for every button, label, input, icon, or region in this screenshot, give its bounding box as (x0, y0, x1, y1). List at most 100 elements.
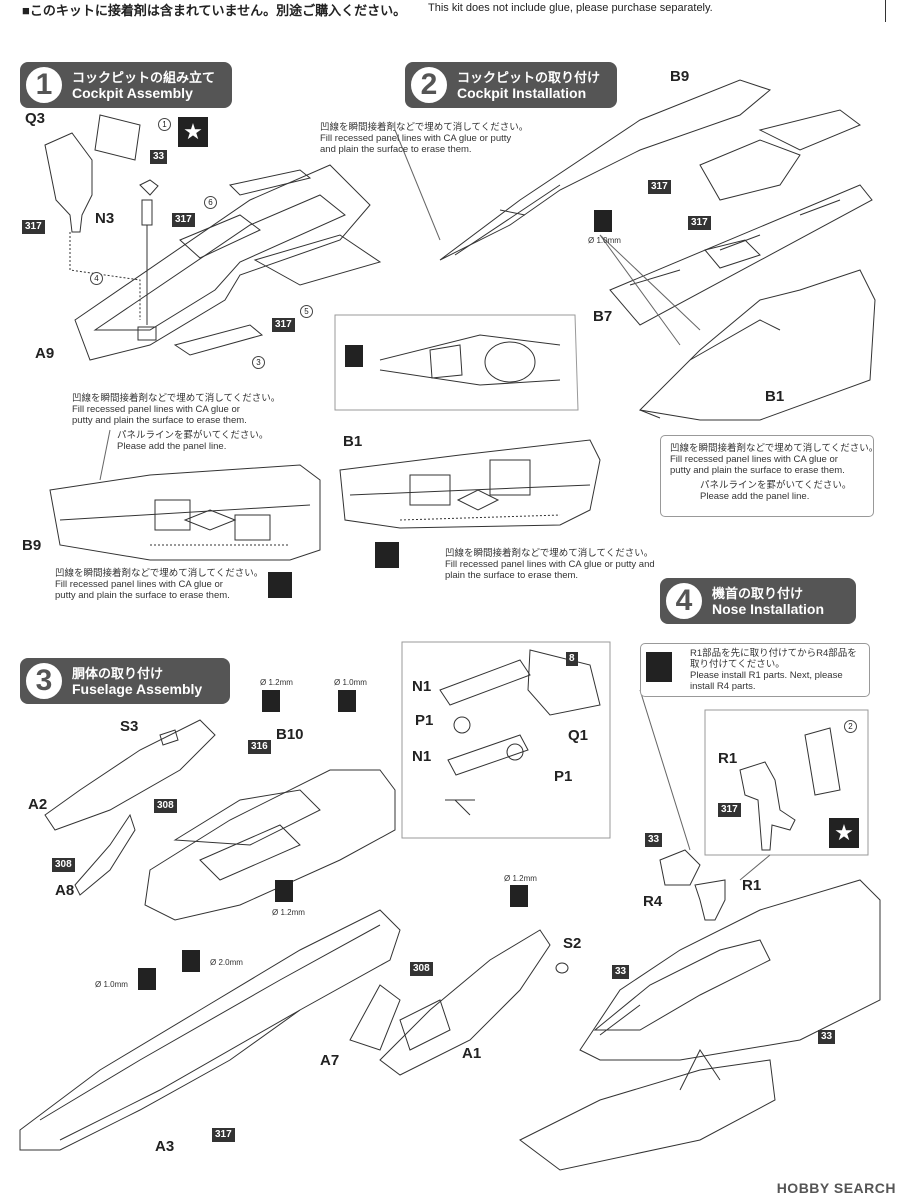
drill-icon (275, 880, 293, 902)
part-number-317: 317 (648, 180, 671, 194)
label-a3: A3 (155, 1138, 175, 1155)
header: ■このキットに接着剤は含まれていません。別途ご購入ください。 This kit … (0, 0, 906, 20)
step-title-jp: 胴体の取り付け (72, 666, 164, 681)
label-s3: S3 (120, 718, 139, 735)
note-en: plain the surface to erase them. (445, 570, 579, 581)
part-number-317: 317 (688, 216, 711, 230)
fill-note-b9: 凹線を瞬間接着剤などで埋めて消してください。 Fill recessed pan… (72, 393, 280, 452)
step-title-en: Nose Installation (712, 601, 825, 617)
label-b1: B1 (765, 388, 785, 405)
step-title-jp: 機首の取り付け (712, 586, 804, 601)
circled-number: 2 (844, 720, 857, 733)
r1-note: R1部品を先に取り付けてからR4部品を 取り付けてください。 Please in… (690, 648, 857, 692)
drill-icon (594, 210, 612, 232)
file-icon (268, 572, 292, 598)
circled-number: 5 (300, 305, 313, 318)
note-en: putty and plain the surface to erase the… (55, 590, 230, 601)
drill-size: Ø 1.0mm (588, 236, 621, 245)
circled-number: 4 (90, 272, 103, 285)
drill-size: Ø 1.0mm (95, 980, 128, 989)
step-title-en: Cockpit Assembly (72, 85, 193, 101)
circled-number: 1 (158, 118, 171, 131)
note-en: Fill recessed panel lines with CA glue o… (445, 559, 655, 570)
label-r4: R4 (643, 893, 663, 910)
step-number: 2 (409, 65, 449, 105)
note-jp: 凹線を瞬間接着剤などで埋めて消してください。 (55, 568, 264, 579)
label-n3: N3 (95, 210, 115, 227)
part-number-308: 308 (410, 962, 433, 976)
label-n1: N1 (412, 678, 432, 695)
label-b9: B9 (22, 537, 42, 554)
panel-note-jp: パネルラインを罫がいてください。 (117, 430, 269, 441)
drill-size: Ø 1.2mm (272, 908, 305, 917)
note-jp: 取り付けてください。 (690, 659, 785, 670)
label-b9: B9 (670, 68, 690, 85)
label-a2: A2 (28, 796, 48, 813)
watermark: HOBBY SEARCH (776, 1180, 896, 1196)
step-title-jp: コックピットの取り付け (457, 70, 601, 85)
drill-size: Ø 1.0mm (334, 678, 367, 687)
step-title-en: Cockpit Installation (457, 85, 587, 101)
label-a7: A7 (320, 1052, 340, 1069)
circled-number: 6 (204, 196, 217, 209)
note-en: Fill recessed panel lines with CA glue o… (55, 579, 223, 590)
note-jp: 凹線を瞬間接着剤などで埋めて消してください。 (320, 122, 529, 133)
panel-note-en: Please add the panel line. (117, 441, 227, 452)
label-r1: R1 (742, 877, 762, 894)
star-icon: ★ (178, 117, 208, 147)
step-4-banner: 4 機首の取り付け Nose Installation (660, 578, 856, 624)
label-p1: P1 (554, 768, 573, 785)
step-number: 4 (664, 581, 704, 621)
note-en: and plain the surface to erase them. (320, 144, 472, 155)
fill-note-b9-lower: 凹線を瞬間接着剤などで埋めて消してください。 Fill recessed pan… (55, 568, 263, 601)
label-q1: Q1 (568, 727, 589, 744)
drill-icon (338, 690, 356, 712)
step-title-en: Fuselage Assembly (72, 681, 203, 697)
label-a8: A8 (55, 882, 75, 899)
label-b7: B7 (593, 308, 613, 325)
label-s2: S2 (563, 935, 582, 952)
part-number-33: 33 (150, 150, 168, 164)
circled-number: 3 (252, 356, 265, 369)
drill-size: Ø 1.2mm (260, 678, 293, 687)
note-en: install R4 parts. (690, 681, 756, 692)
step-2-banner: 2 コックピットの取り付け Cockpit Installation (405, 62, 617, 108)
label-n1: N1 (412, 748, 432, 765)
note-jp: 凹線を瞬間接着剤などで埋めて消してください。 (670, 443, 879, 454)
label-a9: A9 (35, 345, 55, 362)
label-a1: A1 (462, 1045, 482, 1062)
step-3-banner: 3 胴体の取り付け Fuselage Assembly (20, 658, 230, 704)
step-number: 3 (24, 661, 64, 701)
note-jp: 凹線を瞬間接着剤などで埋めて消してください。 (72, 393, 281, 404)
drill-icon (345, 345, 363, 367)
part-number-33: 33 (612, 965, 630, 979)
warning-icon (646, 652, 672, 682)
part-number-317: 317 (212, 1128, 235, 1142)
step-title-jp: コックピットの組み立て (72, 70, 216, 85)
part-number-317: 317 (172, 213, 195, 227)
part-number-317: 317 (22, 220, 45, 234)
label-b1: B1 (343, 433, 363, 450)
part-number-33: 33 (818, 1030, 836, 1044)
part-number-308: 308 (52, 858, 75, 872)
note-en: Fill recessed panel lines with CA glue o… (670, 454, 838, 465)
part-number-308: 308 (154, 799, 177, 813)
note-en: Fill recessed panel lines with CA glue o… (320, 133, 512, 144)
step-1-banner: 1 コックピットの組み立て Cockpit Assembly (20, 62, 232, 108)
r1-note-box (640, 643, 870, 697)
header-divider (885, 0, 886, 22)
note-en: Please install R1 parts. Next, please (690, 670, 843, 681)
drill-icon (182, 950, 200, 972)
fill-note-b1-box (660, 435, 874, 517)
note-en: Fill recessed panel lines with CA glue o… (72, 404, 240, 415)
note-en: putty and plain the surface to erase the… (72, 415, 247, 426)
part-number-33: 33 (645, 833, 663, 847)
drill-icon (138, 968, 156, 990)
part-number-8: 8 (566, 652, 578, 666)
file-icon (375, 542, 399, 568)
step-number: 1 (24, 65, 64, 105)
fill-note-step2: 凹線を瞬間接着剤などで埋めて消してください。 Fill recessed pan… (320, 122, 528, 155)
label-r1: R1 (718, 750, 738, 767)
